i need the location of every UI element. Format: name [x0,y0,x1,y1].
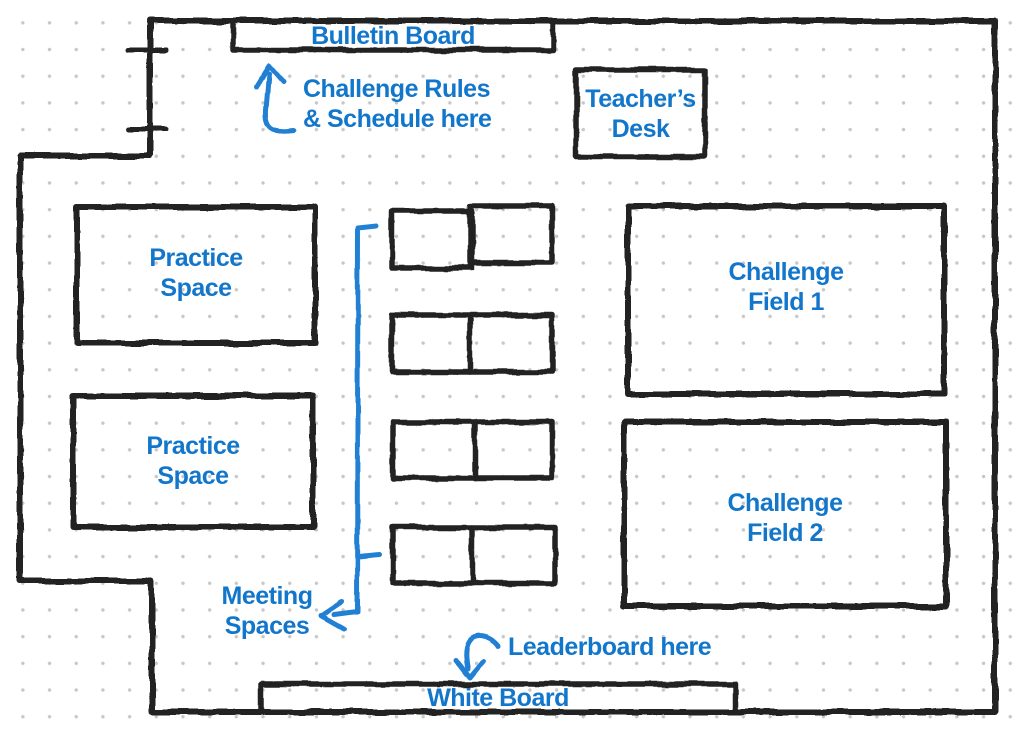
white-board-text: White Board [427,684,569,712]
challenge-rules-line2: & Schedule here [303,105,492,133]
meeting-table-pair-2 [389,312,555,375]
challenge-field-2-line2: Field 2 [747,519,823,547]
practice-space-2-label: Practice Space [73,431,313,491]
challenge-field-1-line2: Field 1 [748,288,824,316]
leaderboard-note: Leaderboard here [508,632,712,662]
practice-space-1-label: Practice Space [77,243,315,303]
challenge-field-2-label: Challenge Field 2 [624,488,946,548]
challenge-rules-line1: Challenge Rules [303,75,491,103]
challenge-field-2-line1: Challenge [727,489,843,517]
meeting-table-pair-4 [390,524,558,586]
challenge-field-2-rect [621,419,949,609]
bulletin-board-rect [230,18,556,53]
practice-space-1-rect [74,204,318,346]
room-outline [17,18,998,715]
meeting-spaces-line2: Spaces [224,612,310,640]
meeting-spaces-label: Meeting Spaces [192,581,342,641]
challenge-field-1-line1: Challenge [728,258,844,286]
arrow-down-icon [453,633,501,681]
practice-space-2-line2: Space [157,462,229,490]
challenge-rules-note: Challenge Rules & Schedule here [303,74,492,134]
practice-space-2-rect [70,393,316,530]
teachers-desk-line1: Teacher’s [585,84,696,113]
meeting-spaces-line1: Meeting [221,582,313,610]
teachers-desk-line2: Desk [611,114,670,143]
white-board-rect [258,681,738,715]
challenge-field-1-label: Challenge Field 1 [628,257,944,317]
arrow-up-icon [253,63,297,134]
practice-space-1-line2: Space [160,274,232,302]
teachers-desk-label: Teacher’s Desk [576,70,705,157]
practice-space-2-line1: Practice [146,432,240,460]
bulletin-board-label: Bulletin Board [233,21,553,50]
meeting-table-pair-3 [390,419,556,481]
white-board-label: White Board [261,683,735,713]
practice-space-1-line1: Practice [149,244,243,272]
challenge-field-1-rect [625,203,947,397]
meeting-spaces-bracket-arrow-icon [318,223,383,632]
bulletin-board-text: Bulletin Board [311,21,475,50]
teachers-desk-rect [573,67,708,160]
leaderboard-text: Leaderboard here [508,633,712,661]
meeting-table-pair-1 [389,203,555,271]
